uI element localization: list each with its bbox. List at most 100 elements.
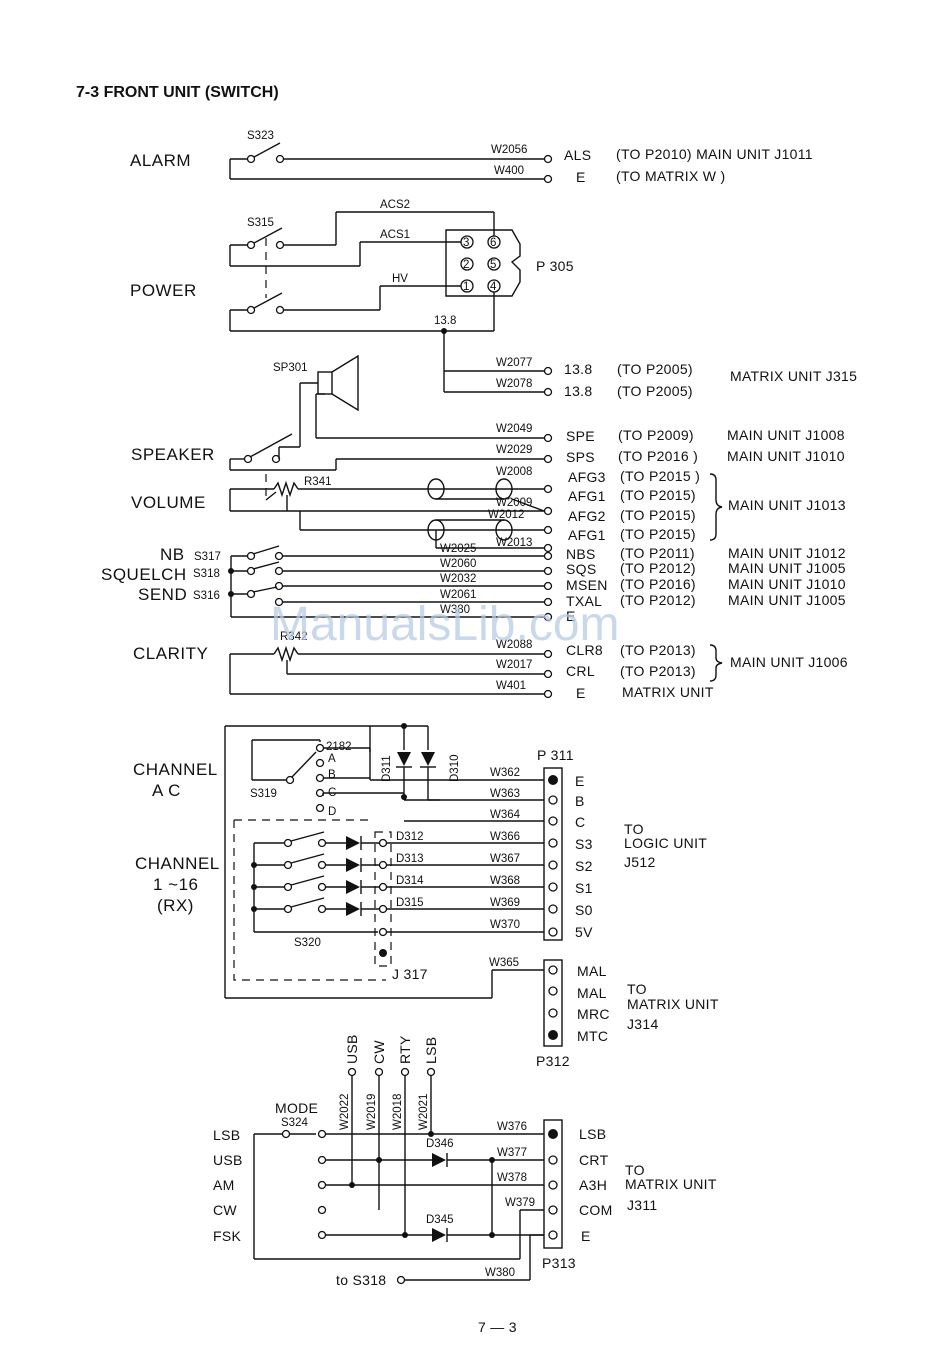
p311-pin-s1: S1 (575, 880, 593, 896)
wire-w2077: W2077 (496, 357, 532, 369)
wire-w2025: W2025 (440, 543, 476, 555)
wire-2182: 2182 (326, 741, 352, 753)
p313-pin-e: E (581, 1228, 591, 1244)
v138-label: 13.8 (434, 315, 456, 327)
channel-ac-label-2: A C (152, 781, 181, 800)
p305-pin1: 1 (463, 281, 469, 293)
p313-pin-a3h: A3H (579, 1177, 607, 1193)
signal-afg3: AFG3 (568, 469, 606, 485)
mode-bottom-w380: W380 (485, 1267, 515, 1279)
sw-d-label: D (328, 806, 336, 818)
signal-138b: 13.8 (564, 383, 592, 399)
p311-wire-w364: W364 (490, 809, 521, 821)
wire-w2060: W2060 (440, 558, 476, 570)
unit-main-j1010b: MAIN UNIT J1010 (728, 576, 846, 592)
p313-dest-3: J311 (627, 1197, 658, 1213)
sw-b-label: B (328, 769, 336, 781)
unit-main-j1008: MAIN UNIT J1008 (727, 427, 845, 443)
wire-w2088: W2088 (496, 639, 532, 651)
channel-116-label-3: (RX) (157, 896, 194, 915)
speaker-label: SPEAKER (131, 445, 215, 464)
p311-wire-w370: W370 (490, 919, 520, 931)
channel-116-label-1: CHANNEL (135, 854, 220, 873)
wire-w2078: W2078 (496, 378, 532, 390)
mode-label: MODE (275, 1100, 318, 1116)
p311-pin-s0: S0 (575, 902, 593, 918)
p313-pin-crt: CRT (579, 1152, 609, 1168)
p311-pin-s2: S2 (575, 858, 593, 874)
mode-top-w2019: W2019 (366, 1094, 378, 1130)
volume-section: VOLUME R341 W2008 W2009 W2012 W2013 AFG3… (131, 466, 846, 553)
wire-w2009: W2009 (496, 497, 532, 509)
p313-pin-com: COM (579, 1202, 613, 1218)
hv-label: HV (392, 273, 408, 285)
d346-label: D346 (426, 1138, 454, 1150)
p305-pin2: 2 (463, 259, 469, 271)
d313-label: D313 (396, 853, 424, 865)
p312-pin-mrc: MRC (577, 1006, 610, 1022)
mode-wire-w377: W377 (497, 1147, 527, 1159)
clarity-label: CLARITY (133, 644, 208, 663)
watermark-text: ManualsLib.com (270, 598, 620, 651)
d310-label: D310 (449, 755, 461, 783)
s323-label: S323 (247, 130, 274, 142)
unit-matrix-j315: MATRIX UNIT J315 (730, 368, 857, 384)
signal-sqs: SQS (566, 561, 596, 577)
signal-als: ALS (564, 147, 591, 163)
s315-label: S315 (247, 217, 274, 229)
mode-section: MODE S324 LSB USB AM CW FSK D346 (213, 1034, 717, 1288)
p311-pin-b: B (575, 793, 585, 809)
mode-bottom-from: to S318 (336, 1272, 386, 1288)
speaker-section: SPEAKER SP301 W2049 W2029 SPE SPS (TO P2… (131, 354, 845, 471)
dest-afg1a: (TO P2015) (620, 487, 696, 503)
volume-label: VOLUME (131, 493, 206, 512)
s324-label: S324 (281, 1117, 308, 1129)
p313-label: P313 (542, 1255, 576, 1271)
alarm-section: ALARM S323 W2056 W400 ALS E (TO P2010) M… (130, 130, 813, 185)
sw-a-label: A (328, 753, 336, 765)
d314-label: D314 (396, 875, 424, 887)
wire-w2029: W2029 (496, 444, 532, 456)
dest-138a: (TO P2005) (617, 361, 693, 377)
p312-pin-mal2: MAL (577, 985, 607, 1001)
nb-label: NB (160, 545, 185, 564)
d312-label: D312 (396, 831, 424, 843)
unit-main-j1013: MAIN UNIT J1013 (728, 497, 846, 513)
dest-spe: (TO P2009) (618, 427, 694, 443)
mode-pos-fsk: FSK (213, 1228, 241, 1244)
p313-pin-lsb: LSB (579, 1126, 606, 1142)
p311-wire-w366: W366 (490, 831, 520, 843)
wire-w2008: W2008 (496, 466, 532, 478)
p313-dest-2: MATRIX UNIT (625, 1176, 717, 1192)
dest-sqs: (TO P2012) (620, 560, 696, 576)
dest-afg1b: (TO P2015) (620, 526, 696, 542)
unit-main-j1005b: MAIN UNIT J1005 (728, 592, 846, 608)
signal-afg2: AFG2 (568, 508, 606, 524)
dest-crl: (TO P2013) (620, 663, 696, 679)
wire-w2013: W2013 (496, 537, 532, 549)
clarity-section: CLARITY R342 W2088 W2017 W401 CLR8 CRL E… (133, 631, 848, 701)
d345-label: D345 (426, 1214, 454, 1226)
s316-label: S316 (193, 590, 220, 602)
squelch-label: SQUELCH (101, 565, 187, 584)
signal-msen: MSEN (566, 577, 608, 593)
d311-label: D311 (381, 755, 393, 782)
p312-pin-mal1: MAL (577, 963, 607, 979)
dest-nbs: (TO P2011) (620, 545, 695, 561)
p311-pin-e: E (575, 773, 585, 789)
alarm-label: ALARM (130, 151, 191, 170)
p305-pin6: 6 (490, 237, 496, 249)
p311-wire-w367: W367 (490, 853, 520, 865)
signal-e-clarity: E (576, 685, 586, 701)
nb-squelch-send-section: NB SQUELCH SEND S317 S318 S316 W2025 W20… (101, 543, 846, 624)
page-number: 7 — 3 (478, 1319, 517, 1335)
p311-wire-w363: W363 (490, 788, 520, 800)
signal-sps: SPS (566, 449, 595, 465)
signal-afg1a: AFG1 (568, 488, 606, 504)
signal-spe: SPE (566, 428, 595, 444)
s320-label: S320 (294, 937, 321, 949)
signal-txal: TXAL (566, 593, 602, 609)
p311-wire-w362: W362 (490, 767, 520, 779)
s319-label: S319 (250, 788, 277, 800)
